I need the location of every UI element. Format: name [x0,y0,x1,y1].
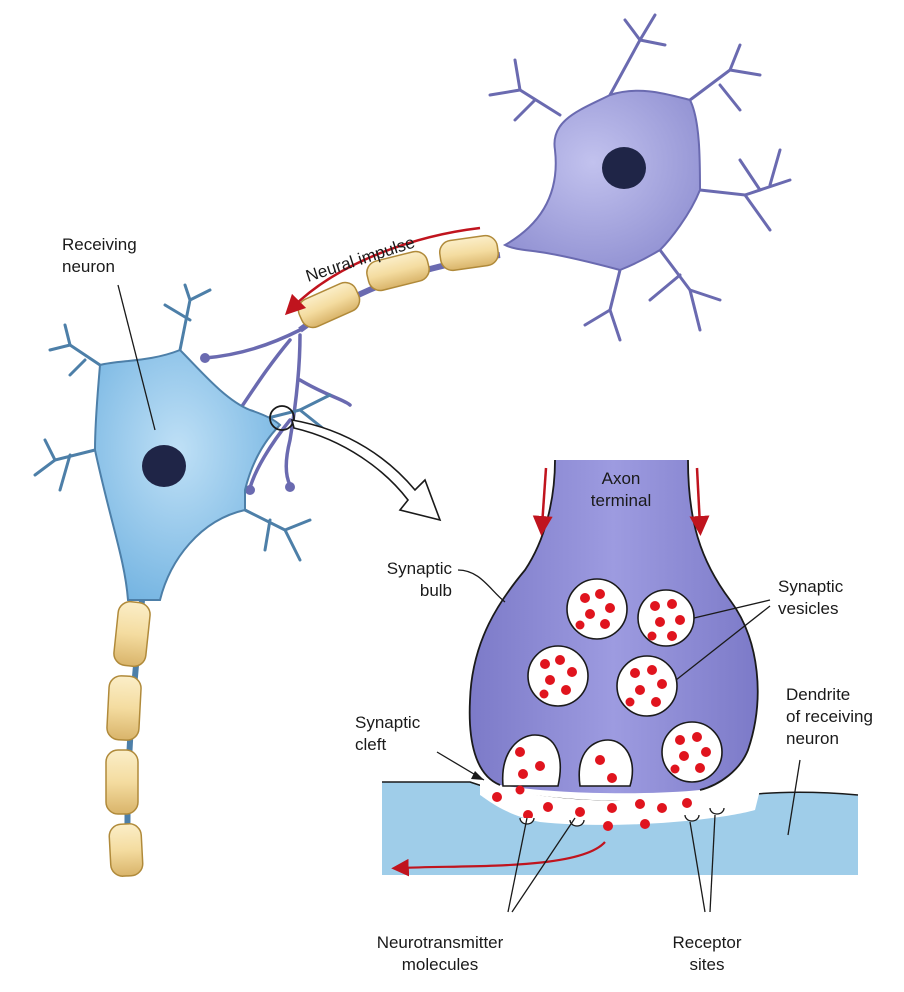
nucleus-icon [142,445,186,487]
svg-text:of receiving: of receiving [786,707,873,726]
svg-text:Receiving: Receiving [62,235,137,254]
impulse-arrow-icon [284,226,481,316]
svg-text:terminal: terminal [591,491,651,510]
axon-terminal-branches [203,328,352,490]
sending-neuron [488,13,792,342]
synaptic-vesicles-label: Synaptic vesicles [675,577,844,681]
svg-text:neuron: neuron [786,729,839,748]
sending-dendrites [488,13,792,342]
synapse-closeup [382,459,859,877]
receiving-dendrites [33,283,332,562]
receiving-neuron-label: Receiving neuron [62,235,156,431]
dendrite-region [382,782,858,875]
svg-text:cleft: cleft [355,735,386,754]
svg-text:molecules: molecules [402,955,479,974]
neurotransmitter-molecules [539,589,711,774]
sending-cell-body [502,89,702,272]
synaptic-cleft-label: Synaptic cleft [355,713,485,781]
axon-terminal-label: Axon terminal [591,469,651,510]
svg-text:Axon: Axon [602,469,641,488]
receptor-sites-label: Receptor sites [673,814,742,974]
synaptic-bulb-label: Synaptic bulb [387,559,506,603]
svg-text:Synaptic: Synaptic [778,577,844,596]
svg-text:Dendrite: Dendrite [786,685,850,704]
nucleus-icon [602,147,646,189]
svg-text:Neurotransmitter: Neurotransmitter [377,933,504,952]
receptor-site-markers [519,807,725,827]
receiving-neuron [33,283,442,877]
neurotransmitter-label: Neurotransmitter molecules [377,817,576,974]
svg-text:Synaptic: Synaptic [355,713,421,732]
svg-text:Receptor: Receptor [673,933,742,952]
myelin-sheath-icon [297,234,500,329]
synaptic-cleft-space [480,780,760,825]
myelin-sheath-icon [105,600,151,877]
svg-text:neuron: neuron [62,257,115,276]
svg-text:vesicles: vesicles [778,599,838,618]
receiving-cell-body [93,348,282,601]
dendrite-label: Dendrite of receiving neuron [786,685,873,836]
svg-text:sites: sites [690,955,725,974]
svg-text:bulb: bulb [420,581,452,600]
magnify-arrow-icon [290,419,442,522]
magnify-circle [269,405,295,431]
svg-text:Synaptic: Synaptic [387,559,453,578]
